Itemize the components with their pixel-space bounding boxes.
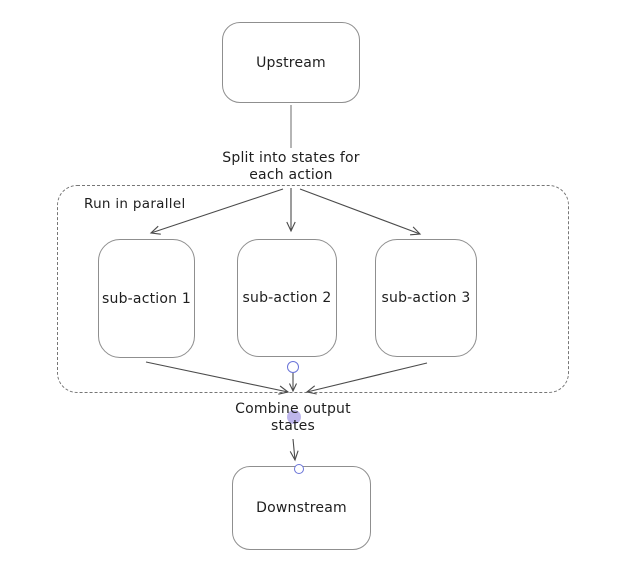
arrow-combine-to-downstream[interactable] <box>289 438 299 462</box>
arrow-split-to-sub2[interactable] <box>286 188 296 233</box>
arrow-split-to-sub3[interactable] <box>299 188 422 236</box>
arrow-sub3-to-combine[interactable] <box>305 362 428 395</box>
arrow-split-to-sub1[interactable] <box>149 188 284 235</box>
arrow-sub2-to-combine[interactable] <box>289 373 297 393</box>
connection-handle-combine-midpoint[interactable] <box>287 410 301 424</box>
edge-label-split[interactable]: Split into states for each action <box>222 150 360 183</box>
parallel-group-label[interactable]: Run in parallel <box>84 196 186 212</box>
node-sub-action-1[interactable]: sub-action 1 <box>98 239 195 358</box>
connection-handle-downstream-top[interactable] <box>294 464 304 474</box>
connection-handle-sub2-bottom[interactable] <box>287 361 299 373</box>
edge-label-combine[interactable]: Combine output states <box>235 401 351 434</box>
node-sub-action-2[interactable]: sub-action 2 <box>237 239 337 357</box>
node-sub-action-3[interactable]: sub-action 3 <box>375 239 477 357</box>
node-downstream-label: Downstream <box>256 500 347 516</box>
node-downstream[interactable]: Downstream <box>232 466 371 550</box>
node-upstream-label: Upstream <box>256 54 326 71</box>
arrow-sub1-to-combine[interactable] <box>145 361 290 395</box>
node-sub-action-2-label: sub-action 2 <box>242 290 332 306</box>
node-upstream[interactable]: Upstream <box>222 22 360 103</box>
node-sub-action-3-label: sub-action 3 <box>381 290 471 306</box>
node-sub-action-1-label: sub-action 1 <box>102 290 191 307</box>
parallel-group-container[interactable] <box>57 185 569 393</box>
